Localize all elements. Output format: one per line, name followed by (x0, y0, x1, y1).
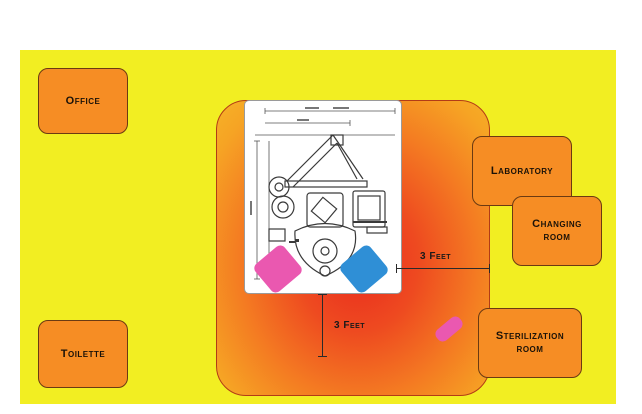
horizontal-dimension-label: 3 Feet (420, 251, 452, 262)
changing-room: Changing room (512, 196, 602, 266)
sterilization-room: Sterilization room (478, 308, 582, 378)
office-label: Office (65, 94, 101, 107)
office-room: Office (38, 68, 128, 134)
changing-room-label-line1: Changing (532, 218, 582, 230)
toilette-label: Toilette (60, 347, 106, 360)
dental-unit-drawing (250, 107, 396, 280)
horizontal-dimension-tick-left (396, 264, 397, 273)
sterilization-room-label-line1: Sterilization (495, 330, 565, 342)
dental-unit-plan (244, 100, 402, 296)
vertical-dimension-label: 3 Feet (334, 320, 366, 331)
horizontal-dimension-line (396, 268, 490, 269)
laboratory-label: Laboratory (490, 164, 554, 177)
vertical-dimension-line (322, 294, 323, 356)
vertical-dimension-tick-top (318, 294, 327, 295)
vertical-dimension-tick-bottom (318, 356, 327, 357)
horizontal-dimension-tick-right (489, 264, 490, 273)
sterilization-room-label-line2: room (516, 343, 544, 355)
changing-room-label-line2: room (543, 231, 571, 243)
toilette-room: Toilette (38, 320, 128, 388)
